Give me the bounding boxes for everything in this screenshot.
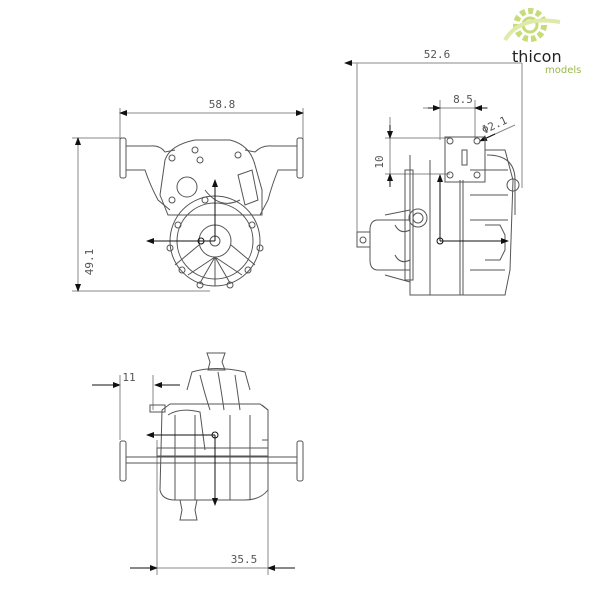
top-offset-dimension: 11 [122,371,135,384]
gear-icon [503,8,561,42]
mount-spacing-dimension: 8.5 [453,93,473,106]
top-width-dimension: 35.5 [231,553,258,566]
front-height-dimension: 49.1 [83,249,96,276]
thicon-logo: thicon models [503,8,581,76]
side-width-dimension: 52.6 [424,48,451,61]
top-view [92,352,304,575]
front-view [72,108,304,292]
logo-text: thicon [512,47,562,66]
front-width-dimension: 58.8 [209,98,236,111]
side-view [344,60,523,296]
logo-subtitle: models [545,65,581,76]
vertical-offset-dimension: 10 [373,155,386,168]
hole-diameter-dimension: Φ2.1 [480,114,510,137]
